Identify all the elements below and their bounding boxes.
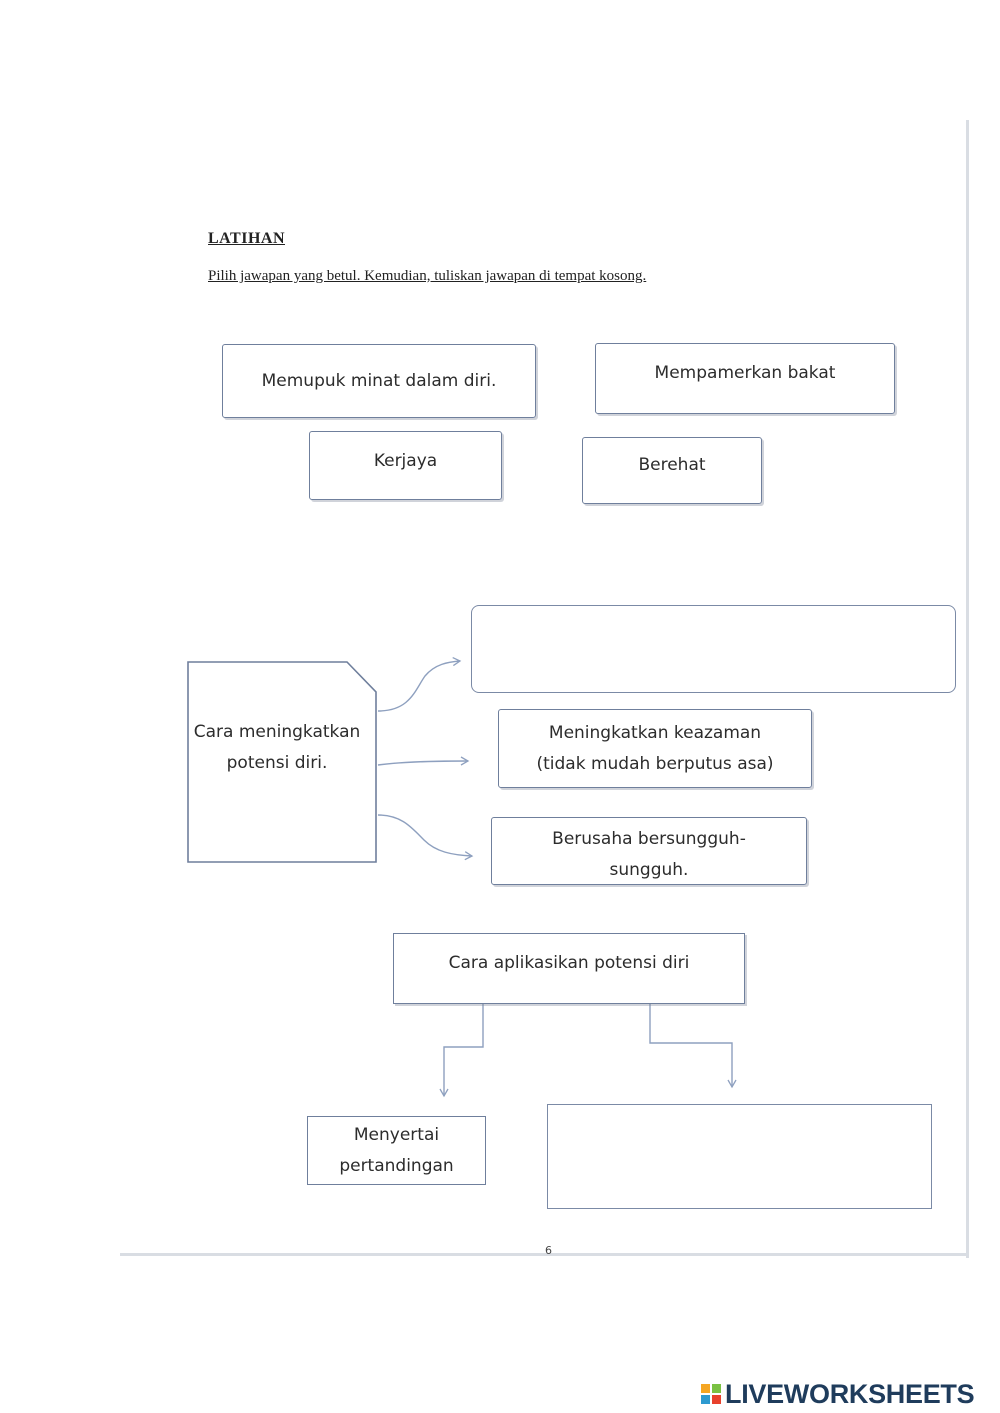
- word-bank-option-2[interactable]: Mempamerkan bakat: [595, 343, 895, 414]
- central-concept-label: Cara meningkatkan potensi diri.: [193, 722, 361, 773]
- liveworksheets-brand[interactable]: LIVEWORKSHEETS: [700, 1378, 975, 1409]
- answer-box-2[interactable]: [547, 1104, 932, 1209]
- answer-box-1[interactable]: [471, 605, 956, 693]
- application-root-label: Cara aplikasikan potensi diri: [448, 953, 690, 973]
- word-bank-option-1[interactable]: Memupuk minat dalam diri.: [222, 344, 536, 418]
- connector-right: [649, 1004, 737, 1089]
- central-concept-card: Cara meningkatkan potensi diri.: [187, 661, 377, 863]
- connector-branch-1: [377, 657, 462, 712]
- connector-branch-2: [377, 756, 470, 766]
- branch-label-2: Meningkatkan keazaman (tidak mudah berpu…: [536, 722, 774, 774]
- word-bank-option-3[interactable]: Kerjaya: [309, 431, 502, 500]
- connector-branch-3: [377, 814, 474, 861]
- connector-left: [439, 1004, 484, 1098]
- application-root-box: Cara aplikasikan potensi diri: [393, 933, 745, 1004]
- liveworksheets-wordmark: LIVEWORKSHEETS: [725, 1378, 975, 1409]
- word-bank-option-4[interactable]: Berehat: [582, 437, 762, 504]
- page-edge-right: [966, 120, 969, 1258]
- option-label: Memupuk minat dalam diri.: [261, 370, 497, 391]
- branch-box-2: Meningkatkan keazaman (tidak mudah berpu…: [498, 709, 812, 788]
- option-label: Berehat: [638, 455, 706, 475]
- branch-box-3: Berusaha bersungguh-sungguh.: [491, 817, 807, 885]
- application-left-box: Menyertai pertandingan: [307, 1116, 486, 1185]
- worksheet-instruction: Pilih jawapan yang betul. Kemudian, tuli…: [208, 268, 647, 284]
- page-edge-bottom: [120, 1253, 969, 1256]
- application-left-label: Menyertai pertandingan: [339, 1124, 454, 1176]
- worksheet-heading: LATIHAN: [208, 230, 285, 247]
- folded-corner-shape: [187, 661, 377, 863]
- liveworksheets-logo-icon: [701, 1384, 721, 1404]
- page-number: 6: [545, 1244, 552, 1257]
- option-label: Mempamerkan bakat: [654, 363, 836, 383]
- branch-label-3: Berusaha bersungguh-sungguh.: [552, 829, 746, 880]
- option-label: Kerjaya: [373, 451, 438, 471]
